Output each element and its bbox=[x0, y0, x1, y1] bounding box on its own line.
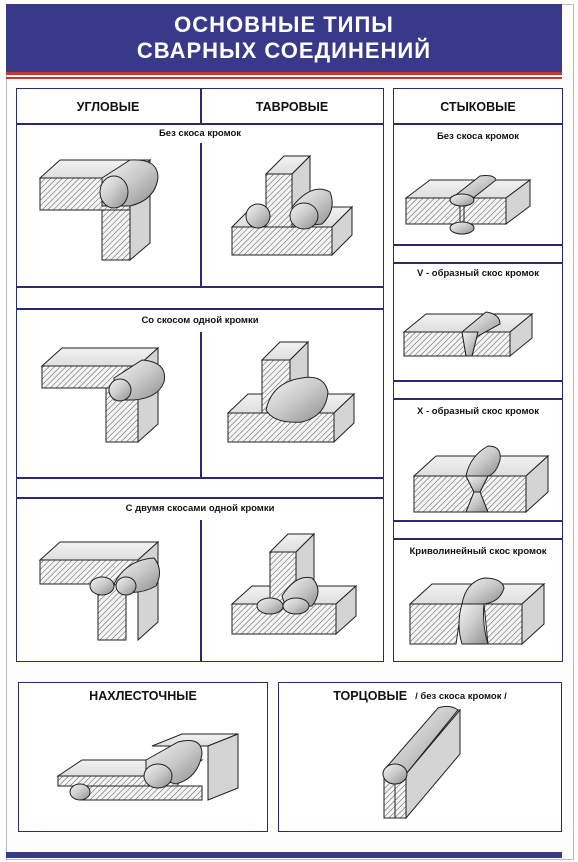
header-lap: НАХЛЕСТОЧНЫЕ bbox=[89, 689, 197, 703]
butt-joint-curved-bevel bbox=[404, 574, 554, 654]
tee-joint-single-bevel bbox=[222, 338, 362, 448]
bottom-bar bbox=[6, 852, 562, 858]
header-tee: ТАВРОВЫЕ bbox=[255, 100, 329, 114]
corner-joint-double-bevel bbox=[34, 530, 174, 646]
divider bbox=[393, 244, 563, 246]
corner-joint-single-bevel bbox=[34, 336, 174, 448]
divider bbox=[200, 143, 202, 286]
butt-label-v-bevel: V - образный скос кромок bbox=[417, 268, 539, 279]
title-line-2: СВАРНЫХ СОЕДИНЕНИЙ bbox=[136, 38, 432, 63]
lap-joint-image bbox=[52, 730, 252, 810]
divider bbox=[16, 308, 384, 310]
header-edge-note: / без скоса кромок / bbox=[415, 690, 507, 702]
butt-joint-v-bevel bbox=[400, 302, 552, 378]
title-line-1: ОСНОВНЫЕ ТИПЫ bbox=[174, 12, 394, 37]
header-corner: УГЛОВЫЕ bbox=[76, 100, 140, 114]
divider bbox=[200, 332, 202, 477]
butt-label-no-bevel: Без скоса кромок bbox=[436, 131, 520, 142]
divider bbox=[200, 520, 202, 662]
divider bbox=[393, 123, 563, 125]
row-label-double-bevel: С двумя скосами одной кромки bbox=[125, 503, 275, 514]
row-label-single-bevel: Со скосом одной кромки bbox=[141, 315, 259, 326]
butt-joint-no-bevel bbox=[402, 168, 552, 242]
title-underline bbox=[6, 77, 562, 79]
divider bbox=[16, 497, 384, 499]
tee-joint-double-bevel bbox=[226, 530, 362, 642]
divider bbox=[200, 88, 202, 124]
row-label-no-bevel: Без скоса кромок bbox=[158, 128, 242, 139]
divider bbox=[393, 520, 563, 522]
divider bbox=[393, 538, 563, 540]
tee-joint-no-bevel bbox=[222, 152, 362, 262]
butt-label-curved-bevel: Криволинейный скос кромок bbox=[409, 546, 547, 557]
header-edge: ТОРЦОВЫЕ / без скоса кромок / bbox=[278, 686, 562, 706]
divider bbox=[393, 262, 563, 264]
butt-joint-x-bevel bbox=[408, 436, 554, 518]
divider bbox=[393, 398, 563, 400]
divider bbox=[393, 380, 563, 382]
header-edge-title: ТОРЦОВЫЕ bbox=[333, 689, 408, 703]
corner-joint-no-bevel bbox=[30, 148, 175, 263]
butt-label-x-bevel: X - образный скос кромок bbox=[417, 406, 539, 417]
poster-title: ОСНОВНЫЕ ТИПЫ СВАРНЫХ СОЕДИНЕНИЙ bbox=[6, 4, 562, 75]
edge-joint-image bbox=[378, 704, 468, 824]
divider bbox=[16, 477, 384, 479]
header-butt: СТЫКОВЫЕ bbox=[440, 100, 516, 114]
divider bbox=[16, 286, 384, 288]
